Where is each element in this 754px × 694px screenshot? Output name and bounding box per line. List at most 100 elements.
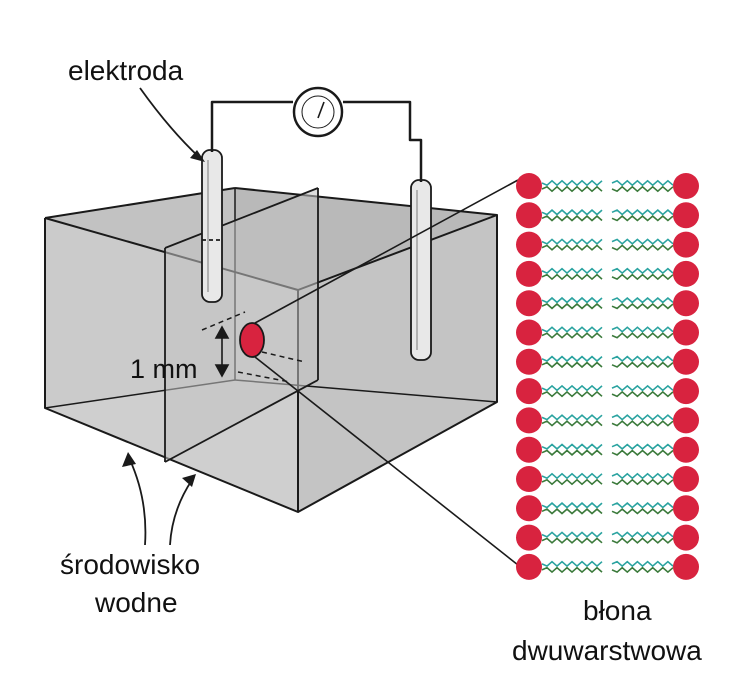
tank-right-edge — [297, 214, 498, 513]
lipid-tail — [611, 326, 674, 333]
label-gap: 1 mm — [130, 354, 198, 384]
lipid-tail — [611, 302, 674, 310]
lipid-tail — [611, 267, 674, 275]
lipid-head-left — [516, 466, 542, 492]
lipid-tail — [541, 326, 603, 333]
hidden-line-2 — [261, 351, 306, 363]
lipid-head-right — [673, 436, 699, 463]
lipid-head-right — [673, 202, 699, 229]
lipid-head-right — [673, 173, 699, 199]
lipid-head-right — [673, 348, 699, 375]
lipid-tail — [611, 273, 674, 281]
tank-right-face — [298, 215, 497, 512]
lipid-head-right — [673, 495, 699, 522]
label-membrane-2: dwuwarstwowa — [512, 635, 702, 666]
label-electrode: elektroda — [68, 55, 184, 86]
lipid-tail — [611, 244, 674, 251]
lipid-tail — [611, 478, 674, 486]
lipid-tail — [611, 414, 674, 421]
lipid-tail — [611, 179, 674, 187]
lipid-tail — [541, 179, 603, 187]
lipid-head-left — [516, 260, 542, 287]
lipid-tail — [611, 355, 674, 363]
lipid-head-left — [516, 436, 542, 463]
lipid-tail — [541, 449, 603, 456]
lipid-tail — [541, 414, 603, 421]
lipid-tail — [611, 332, 674, 339]
electrode-pointer-head — [190, 150, 205, 162]
zoom-lines — [254, 179, 519, 566]
lipid-head-right — [673, 524, 699, 551]
tank-back-top-right — [234, 187, 498, 216]
lipid-head-left — [516, 495, 542, 522]
lipid-tail — [611, 508, 674, 515]
lipid-tail — [541, 508, 603, 515]
label-medium-2: wodne — [94, 587, 178, 618]
lipid-tail — [541, 502, 603, 509]
lipid-head-right — [673, 260, 699, 287]
lipid-tail — [541, 537, 603, 544]
lipid-head-left — [516, 378, 542, 405]
lipid-tail — [611, 443, 674, 450]
electrode-pointer — [139, 87, 201, 159]
lipid-tail — [541, 273, 603, 281]
lipid-tail — [611, 420, 674, 427]
label-medium-1: środowisko — [60, 549, 200, 580]
lipid-tail — [611, 296, 674, 304]
lipid-tail — [611, 209, 674, 216]
lipid-bilayer — [516, 173, 699, 580]
lipid-tail — [541, 531, 603, 538]
lipid-tail — [611, 185, 674, 193]
lipid-head-right — [673, 466, 699, 492]
lipid-head-right — [673, 231, 699, 258]
lipid-head-left — [516, 231, 542, 258]
lipid-head-right — [673, 553, 699, 580]
lipid-tail — [541, 384, 603, 392]
lipid-tail — [541, 560, 603, 568]
lipid-tail — [541, 472, 603, 480]
electrode-left — [201, 149, 223, 303]
lipid-tail — [541, 215, 603, 222]
lipid-head-right — [673, 407, 699, 434]
electrode-right — [410, 179, 432, 361]
meter-icon — [292, 86, 344, 138]
water-pointer-head-1 — [122, 452, 136, 467]
lipid-tail — [611, 361, 674, 369]
lipid-tail — [541, 566, 603, 574]
bilayer-hole — [239, 322, 265, 358]
lipid-tail — [541, 443, 603, 450]
lipid-head-left — [516, 202, 542, 229]
lipid-tail — [541, 238, 603, 245]
lipid-head-left — [516, 348, 542, 375]
lipid-tail — [541, 267, 603, 275]
lipid-tail — [611, 384, 674, 392]
lipid-head-right — [673, 290, 699, 317]
lipid-tail — [611, 472, 674, 480]
lipid-tail — [611, 502, 674, 509]
lipid-tail — [541, 361, 603, 369]
lipid-head-left — [516, 407, 542, 434]
lipid-tail — [541, 244, 603, 251]
hidden-line-1 — [201, 311, 246, 331]
lipid-tail — [541, 390, 603, 398]
gap-dimension — [214, 325, 230, 378]
lipid-tail — [611, 390, 674, 398]
lipid-tail — [541, 296, 603, 304]
lipid-tail — [611, 531, 674, 538]
lipid-tail — [541, 478, 603, 486]
lipid-tail — [541, 185, 603, 193]
lipid-head-left — [516, 290, 542, 317]
lipid-tail — [611, 560, 674, 568]
lipid-tail — [541, 209, 603, 216]
lipid-tail — [611, 566, 674, 574]
lipid-head-right — [673, 378, 699, 405]
label-membrane-1: błona — [583, 595, 652, 626]
lipid-tail — [611, 449, 674, 456]
water-pointers — [129, 459, 193, 546]
lipid-head-left — [516, 173, 542, 199]
circuit-wire — [210, 100, 423, 182]
lipid-tail — [611, 537, 674, 544]
lipid-tail — [541, 355, 603, 363]
lipid-head-right — [673, 319, 699, 346]
